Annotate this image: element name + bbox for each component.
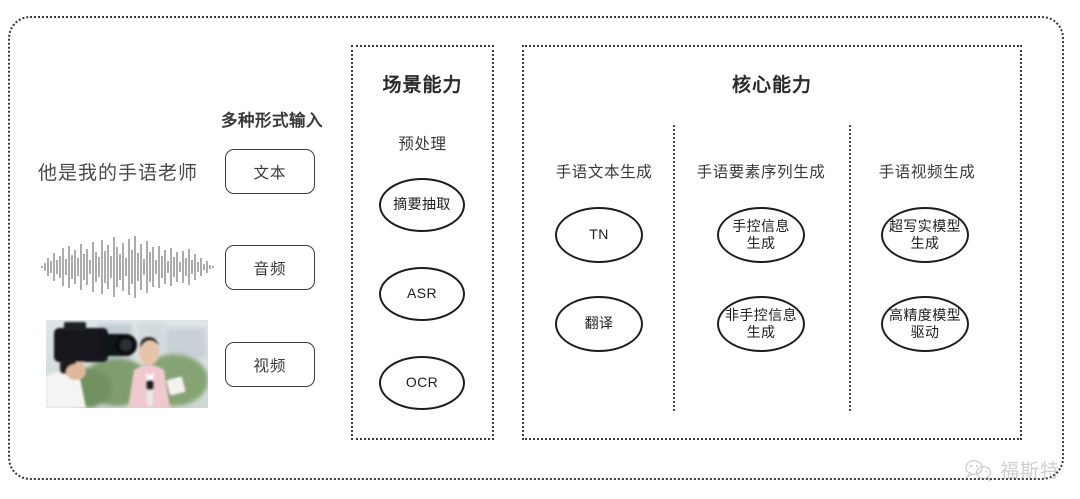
core-column-heading-text-generation: 手语文本生成 xyxy=(555,164,653,181)
scene-capability-panel: 场景能力 xyxy=(351,45,494,440)
scene-capability-title: 场景能力 xyxy=(382,75,463,96)
node-tn[interactable]: TN xyxy=(555,207,643,263)
node-photoreal-model-generation[interactable]: 超写实模型 生成 xyxy=(881,207,969,263)
node-label-line1: 手控信息 xyxy=(732,217,790,234)
core-column-heading-video-generation: 手语视频生成 xyxy=(878,164,976,181)
node-asr[interactable]: ASR xyxy=(379,267,465,321)
scene-group-label-preprocess: 预处理 xyxy=(398,136,447,153)
node-label-line1: 超写实模型 xyxy=(889,217,961,234)
node-label: OCR xyxy=(405,374,439,391)
core-capability-panel: 核心能力 xyxy=(522,45,1022,440)
node-high-precision-model-driving[interactable]: 高精度模型 驱动 xyxy=(881,296,969,352)
video-thumbnail-image xyxy=(46,320,208,408)
node-label-line1: 非手控信息 xyxy=(725,306,797,323)
core-column-heading-element-sequence: 手语要素序列生成 xyxy=(696,164,826,181)
node-label-line2: 驱动 xyxy=(910,324,940,340)
core-column-separator-1 xyxy=(673,125,675,411)
modality-pill-text[interactable]: 文本 xyxy=(225,149,315,194)
node-label: 翻译 xyxy=(584,315,614,332)
node-non-manual-feature-generation[interactable]: 非手控信息 生成 xyxy=(717,296,805,352)
core-capability-title: 核心能力 xyxy=(731,75,812,96)
node-label-line2: 生成 xyxy=(746,235,776,251)
node-label-line1: 高精度模型 xyxy=(889,306,961,323)
node-translation[interactable]: 翻译 xyxy=(555,296,643,352)
modality-pill-audio[interactable]: 音频 xyxy=(225,245,315,290)
node-manual-feature-generation[interactable]: 手控信息 生成 xyxy=(717,207,805,263)
node-label: TN xyxy=(589,226,609,243)
node-ocr[interactable]: OCR xyxy=(379,356,465,410)
watermark-text: 福斯特 xyxy=(999,461,1060,482)
sample-sentence-text: 他是我的手语老师 xyxy=(38,163,199,184)
node-label: ASR xyxy=(407,285,437,302)
core-column-separator-2 xyxy=(849,125,851,411)
modality-pill-video[interactable]: 视频 xyxy=(225,342,315,387)
outer-frame xyxy=(8,16,1064,480)
node-label-line2: 生成 xyxy=(910,235,940,251)
audio-waveform-icon xyxy=(40,234,215,300)
node-summary-extraction[interactable]: 摘要抽取 xyxy=(379,178,465,232)
node-label: 摘要抽取 xyxy=(393,196,451,213)
watermark: 福斯特 xyxy=(963,456,1060,483)
input-section-heading: 多种形式输入 xyxy=(221,112,323,130)
wechat-icon xyxy=(965,459,992,482)
node-label-line2: 生成 xyxy=(746,324,776,340)
